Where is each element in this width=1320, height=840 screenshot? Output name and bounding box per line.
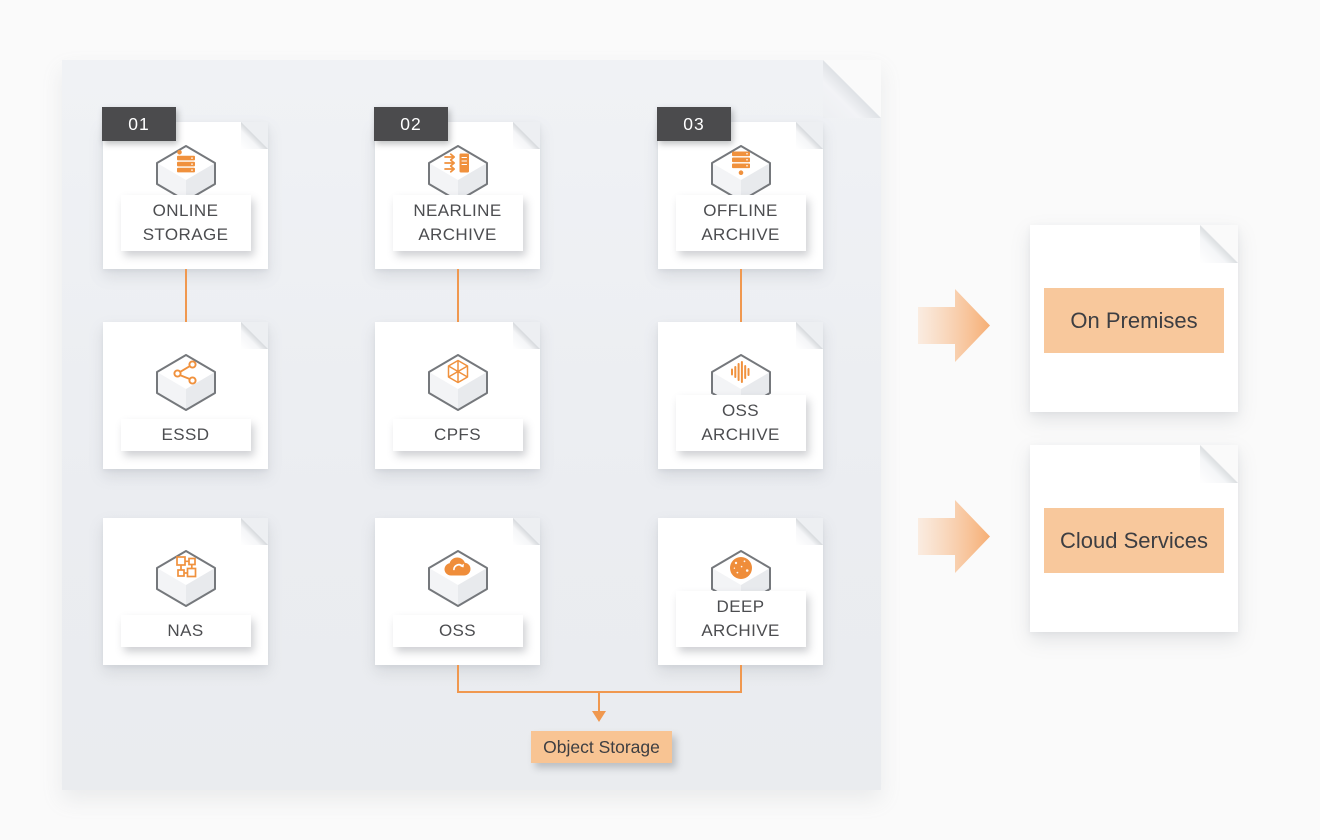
waveform-icon (710, 354, 771, 411)
data-ingest-server-icon (427, 145, 488, 202)
share-nodes-icon (155, 354, 216, 411)
planet-dots-icon (710, 550, 771, 607)
arrowhead-down-icon (592, 711, 606, 722)
server-stack-icon (155, 145, 216, 202)
card-label: OSS (392, 614, 523, 647)
card-label: CPFS (392, 418, 523, 451)
card-folded-corner (241, 518, 268, 545)
card-folded-corner (796, 322, 823, 349)
card-essd: ESSD (103, 322, 268, 469)
wireframe-cube-icon (427, 354, 488, 411)
card-label: OSS ARCHIVE (675, 394, 806, 451)
card-cpfs: CPFS (375, 322, 540, 469)
card-offline-archive: 03 OFFLINE ARCHIVE (657, 107, 823, 269)
connector-line (598, 693, 600, 711)
storage-tiers-panel: 01 ONLINE STORAGE 02 (62, 60, 881, 790)
card-oss: OSS (375, 518, 540, 665)
flow-arrow-icon (918, 289, 990, 362)
card-label: OFFLINE ARCHIVE (675, 194, 806, 251)
connector-line (184, 269, 187, 322)
card-label: NAS (120, 614, 251, 647)
card-folded-corner (513, 322, 540, 349)
card-folded-corner (1200, 225, 1238, 263)
card-deep-archive: DEEP ARCHIVE (658, 518, 823, 665)
card-folded-corner (796, 518, 823, 545)
connected-squares-icon (155, 550, 216, 607)
card-folded-corner (241, 322, 268, 349)
card-label: DEEP ARCHIVE (675, 590, 806, 647)
cloud-sync-icon (427, 550, 488, 607)
panel-folded-corner (823, 60, 881, 118)
card-label: ESSD (120, 418, 251, 451)
card-folded-corner (1200, 445, 1238, 483)
connector-line (739, 665, 742, 693)
card-cloud-services: Cloud Services (1030, 445, 1238, 632)
card-nearline-archive: 02 NEARLINE ARCHIVE (374, 107, 540, 269)
disk-stack-pin-icon (710, 145, 771, 202)
step-tag-02: 02 (374, 107, 448, 141)
card-online-storage: 01 ONLINE STORAGE (102, 107, 268, 269)
connector-line (456, 269, 459, 322)
connector-line (456, 665, 459, 693)
card-folded-corner (513, 122, 540, 149)
card-on-premises: On Premises (1030, 225, 1238, 412)
on-premises-label: On Premises (1044, 288, 1224, 353)
card-label: NEARLINE ARCHIVE (392, 194, 523, 251)
object-storage-label: Object Storage (531, 731, 672, 763)
connector-line (739, 269, 742, 322)
card-folded-corner (241, 122, 268, 149)
card-label: ONLINE STORAGE (120, 194, 251, 251)
card-oss-archive: OSS ARCHIVE (658, 322, 823, 469)
card-folded-corner (513, 518, 540, 545)
card-folded-corner (796, 122, 823, 149)
flow-arrow-icon (918, 500, 990, 573)
cloud-services-label: Cloud Services (1044, 508, 1224, 573)
connector-line (456, 691, 742, 693)
card-nas: NAS (103, 518, 268, 665)
step-tag-03: 03 (657, 107, 731, 141)
step-tag-01: 01 (102, 107, 176, 141)
